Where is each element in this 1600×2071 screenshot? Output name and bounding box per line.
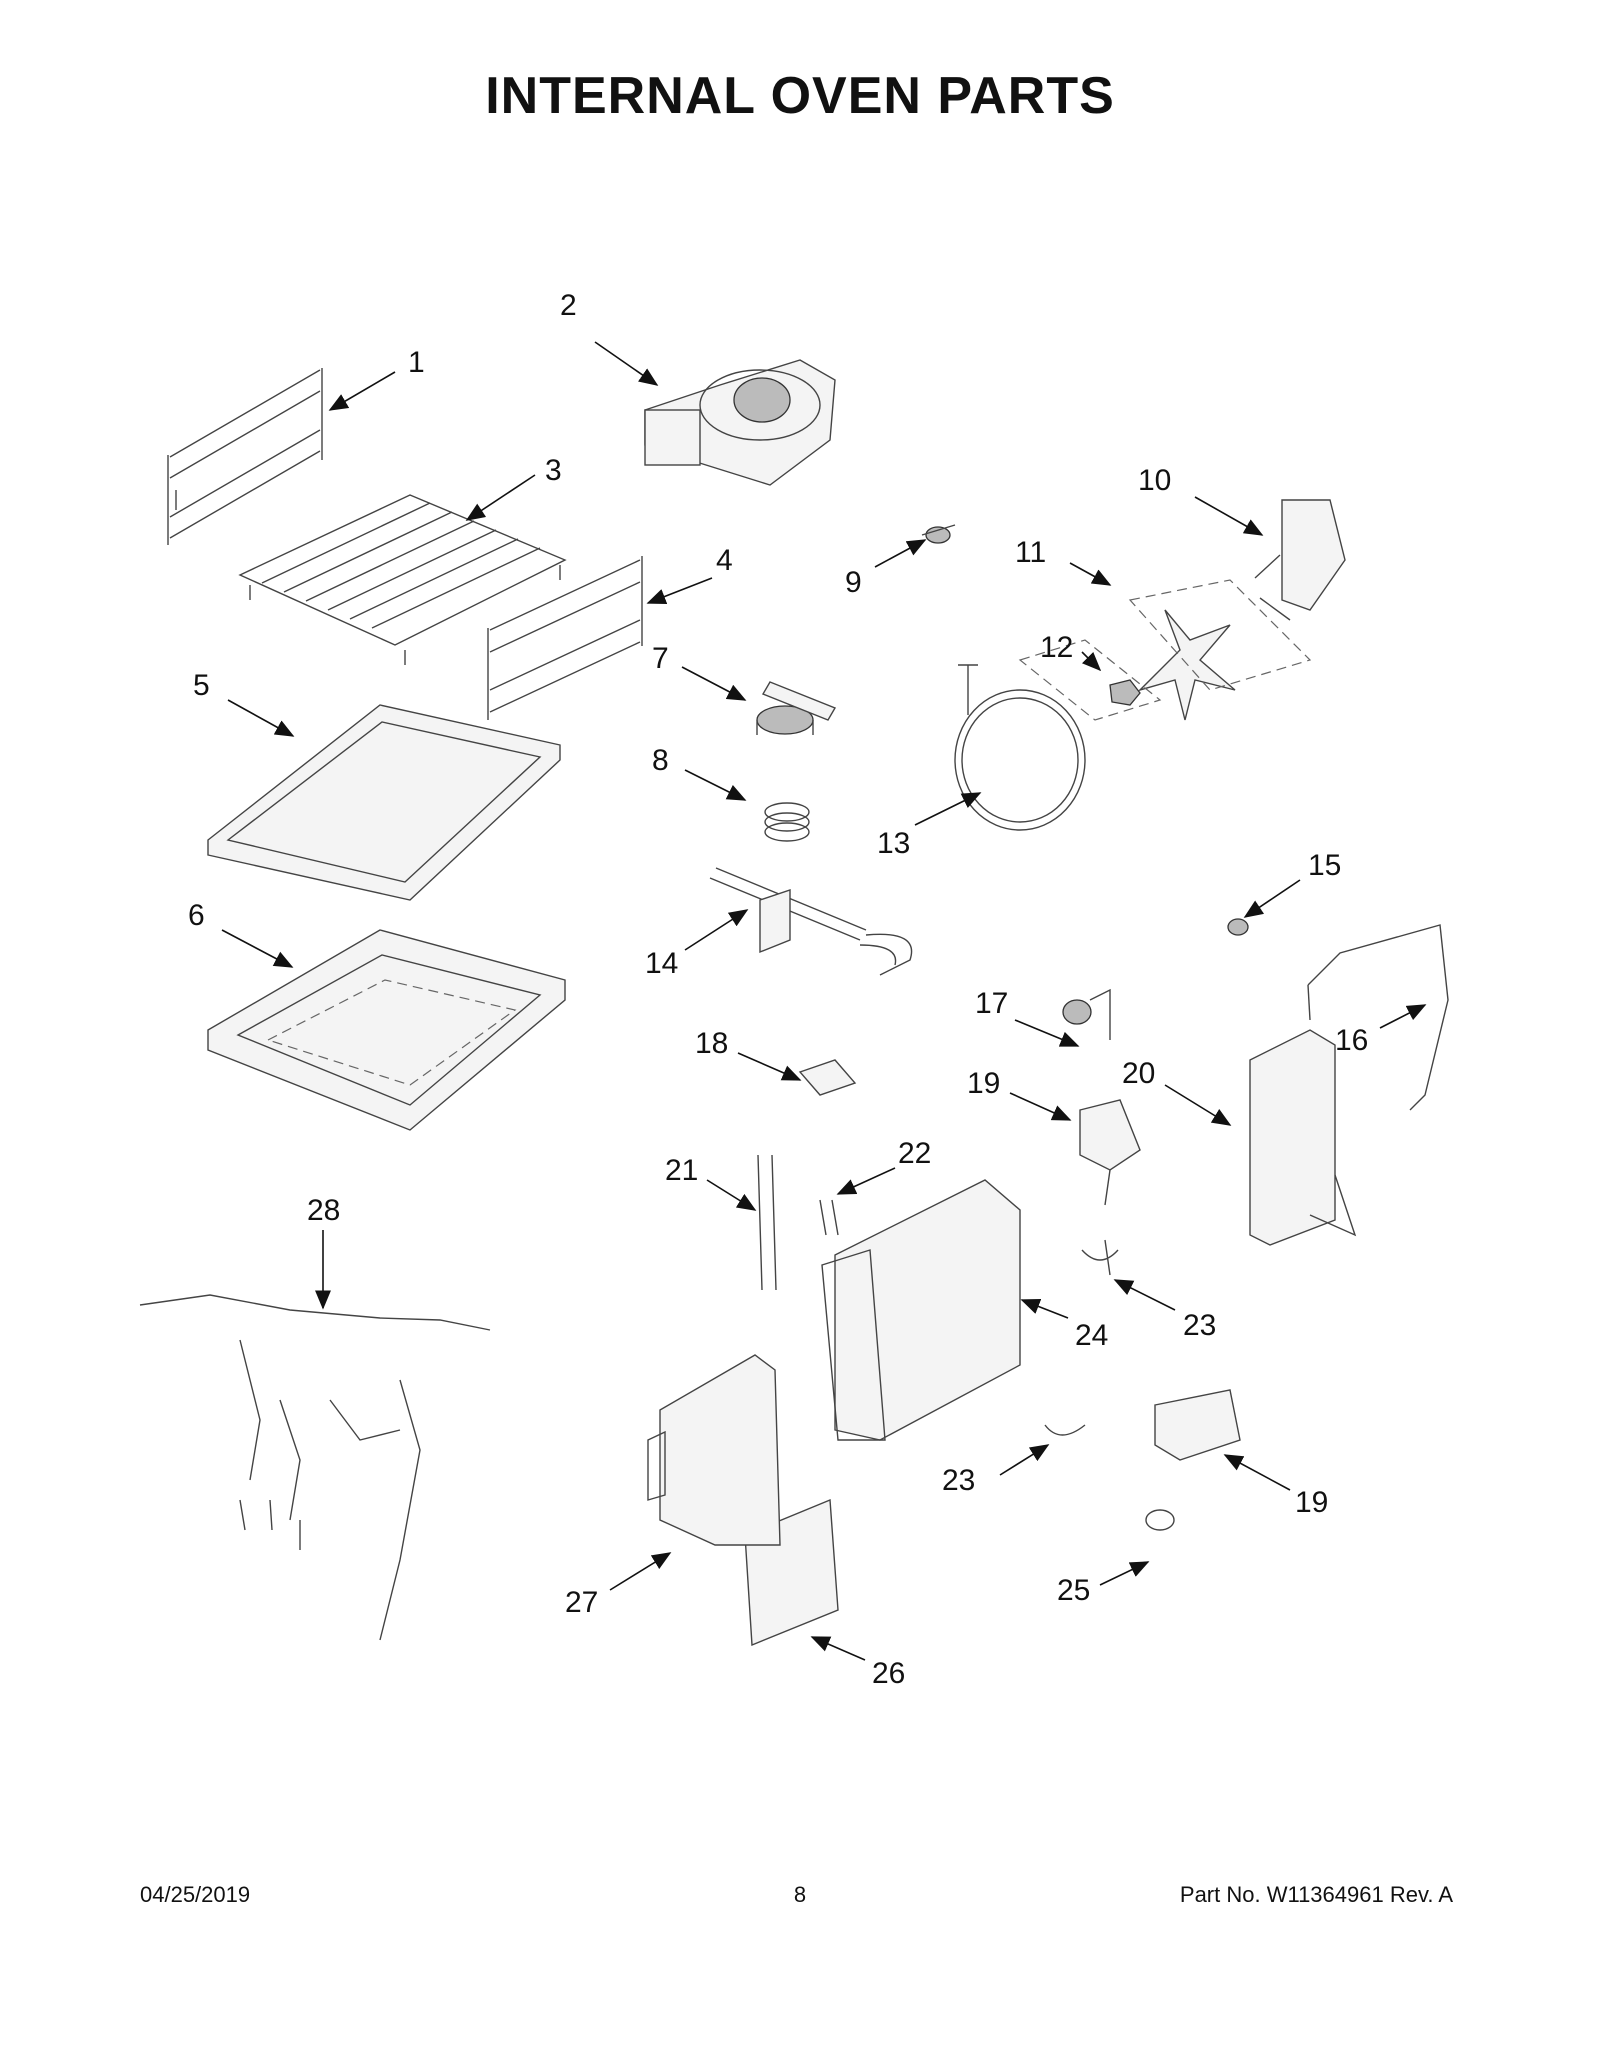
callout-20: 20 [1122, 1057, 1155, 1090]
callout-6: 6 [188, 899, 205, 932]
callout-28: 28 [307, 1194, 340, 1227]
callout-14: 14 [645, 947, 678, 980]
footer-part-number: Part No. W11364961 Rev. A [1179, 1882, 1453, 1907]
part-25-hose-clamp [1145, 1509, 1175, 1531]
callout-22: 22 [898, 1137, 931, 1170]
footer-date: 04/25/2019 [140, 1882, 251, 1907]
part-23-hose-clamp-upper [1081, 1239, 1119, 1276]
callout-5: 5 [193, 669, 210, 702]
callout-18: 18 [695, 1027, 728, 1060]
callout-15: 15 [1308, 849, 1341, 882]
part-5-broil-pan-insert [207, 704, 561, 901]
part-2-convection-blower [644, 359, 836, 486]
part-12-fan-nut [1018, 639, 1162, 721]
callout-16: 16 [1335, 1024, 1368, 1057]
part-20-reservoir-bracket [1249, 1029, 1357, 1246]
callout-27: 27 [565, 1586, 598, 1619]
part-19-water-pump-upper [1079, 1099, 1141, 1206]
callout-24: 24 [1075, 1319, 1108, 1352]
part-15-cap [1227, 918, 1249, 936]
callout-23: 23 [1183, 1309, 1216, 1342]
callout-8: 8 [652, 744, 669, 777]
part-27-water-tank [647, 1354, 781, 1546]
part-6-broil-pan [207, 929, 566, 1131]
callout-9: 9 [845, 566, 862, 599]
callout-3: 3 [545, 454, 562, 487]
part-14-bake-element-tube [709, 867, 913, 976]
part-28-wire-harness [139, 1294, 491, 1641]
callout-23b: 23 [942, 1464, 975, 1497]
part-23-hose-clamp-lower [1044, 1424, 1086, 1436]
callout-11: 11 [1015, 536, 1046, 569]
part-10-convection-motor [1254, 499, 1346, 621]
callout-21: 21 [665, 1154, 698, 1187]
callout-13: 13 [877, 827, 910, 860]
callout-7: 7 [652, 642, 669, 675]
callout-4: 4 [716, 544, 733, 577]
footer-page-number: 8 [793, 1882, 807, 1907]
callout-25: 25 [1057, 1574, 1090, 1607]
part-17-valve-connector [1062, 988, 1111, 1040]
part-1-rack-support-left [167, 368, 323, 545]
part-3-oven-rack [238, 494, 567, 665]
callout-19b: 19 [1295, 1486, 1328, 1519]
callout-17: 17 [975, 987, 1008, 1020]
part-22-clip [819, 1199, 839, 1236]
part-11-convection-fan-blade [1128, 579, 1312, 721]
part-9-thermostat [921, 524, 956, 544]
part-21-tube [757, 1154, 777, 1291]
part-24-steam-generator-housing [821, 1179, 1021, 1441]
callout-19: 19 [967, 1067, 1000, 1100]
leader-lines [221, 341, 1427, 1661]
part-4-rack-support-right [487, 556, 643, 720]
part-7-thermal-fuse-assembly [756, 681, 837, 735]
callout-2: 2 [560, 289, 577, 322]
page-title: INTERNAL OVEN PARTS [485, 67, 1115, 125]
callout-1: 1 [408, 346, 425, 379]
callout-labels: 1 2 3 4 5 6 7 8 9 10 11 12 13 14 15 16 1… [188, 289, 1368, 1690]
part-13-convection-element [954, 664, 1086, 831]
part-16-water-tube [1307, 924, 1449, 1111]
part-8-spring [764, 802, 810, 842]
callout-10: 10 [1138, 464, 1171, 497]
callout-26: 26 [872, 1657, 905, 1690]
part-18-microswitch [798, 1059, 857, 1096]
callout-12: 12 [1040, 631, 1073, 664]
part-19-water-pump-lower [1154, 1389, 1241, 1461]
